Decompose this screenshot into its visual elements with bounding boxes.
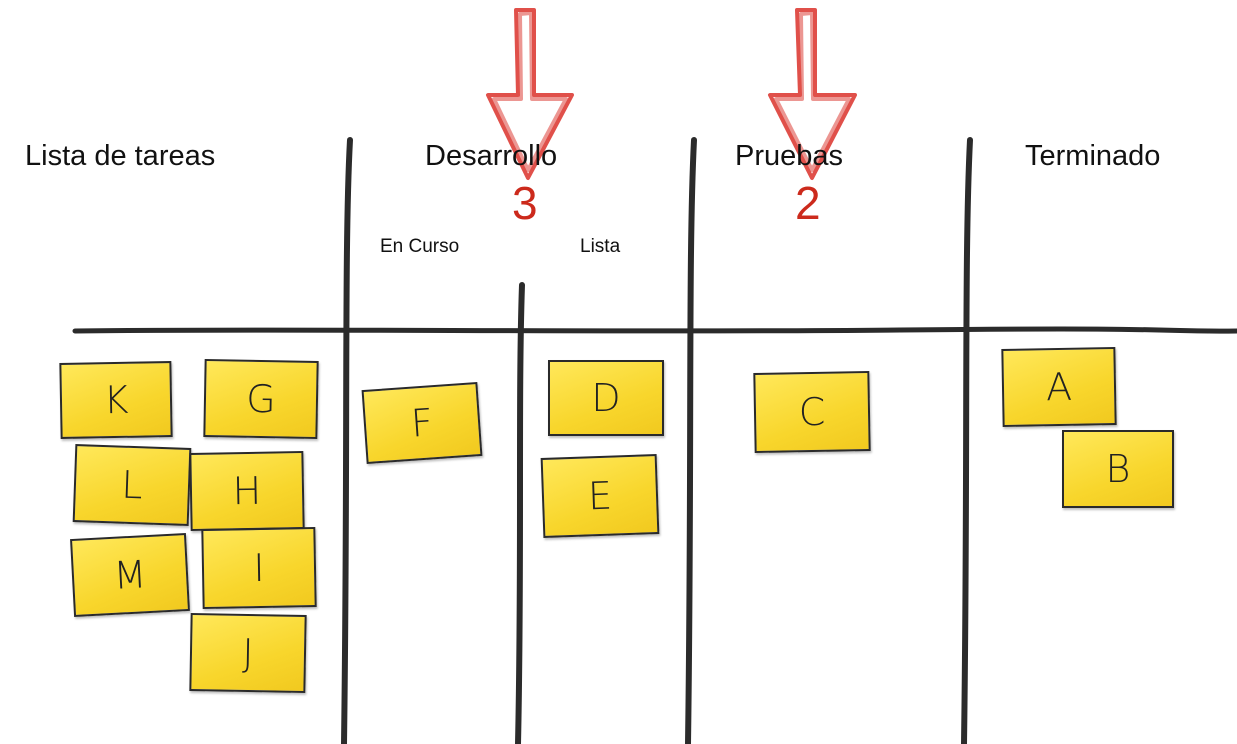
task-card[interactable]: E	[540, 454, 660, 538]
column-title-development: Desarrollo	[425, 140, 558, 172]
subcolumn-divider	[515, 282, 525, 744]
task-card-label: D	[591, 376, 621, 420]
column-divider-1	[341, 137, 353, 744]
task-card-label: K	[103, 377, 129, 423]
task-card[interactable]: G	[203, 359, 319, 439]
task-card[interactable]: I	[201, 527, 317, 609]
wip-arrow-development	[486, 8, 574, 180]
column-divider-2	[685, 137, 697, 744]
task-card[interactable]: B	[1062, 430, 1174, 508]
task-card[interactable]: J	[189, 612, 307, 694]
task-card[interactable]: A	[1001, 347, 1117, 427]
task-card[interactable]: F	[361, 382, 483, 464]
task-card[interactable]: C	[753, 370, 871, 454]
wip-limit-development: 3	[512, 177, 538, 229]
task-card[interactable]: K	[59, 361, 173, 439]
task-card-label: B	[1105, 447, 1131, 491]
column-title-backlog: Lista de tareas	[25, 140, 216, 172]
task-card-label: L	[120, 462, 144, 508]
task-card-label: A	[1045, 364, 1073, 410]
wip-limit-testing: 2	[795, 177, 821, 229]
task-card-label: J	[242, 630, 254, 676]
task-card-label: G	[245, 376, 277, 422]
task-card-label: F	[409, 400, 435, 446]
task-card[interactable]: L	[72, 443, 192, 527]
header-divider-line	[72, 326, 1237, 334]
subcolumn-title-ready: Lista	[580, 236, 621, 257]
task-card-label: I	[253, 545, 265, 591]
task-card-label: C	[798, 389, 826, 435]
task-card-label: H	[232, 468, 262, 514]
subcolumn-title-in-progress: En Curso	[380, 236, 460, 257]
task-card[interactable]: H	[189, 451, 305, 531]
column-title-testing: Pruebas	[735, 140, 844, 172]
task-card-label: M	[112, 552, 148, 598]
task-card-label: E	[587, 473, 613, 519]
wip-arrow-testing	[768, 8, 857, 180]
task-card[interactable]: M	[70, 533, 190, 617]
column-title-done: Terminado	[1025, 140, 1161, 172]
task-card[interactable]: D	[548, 360, 664, 436]
column-divider-3	[961, 137, 973, 744]
